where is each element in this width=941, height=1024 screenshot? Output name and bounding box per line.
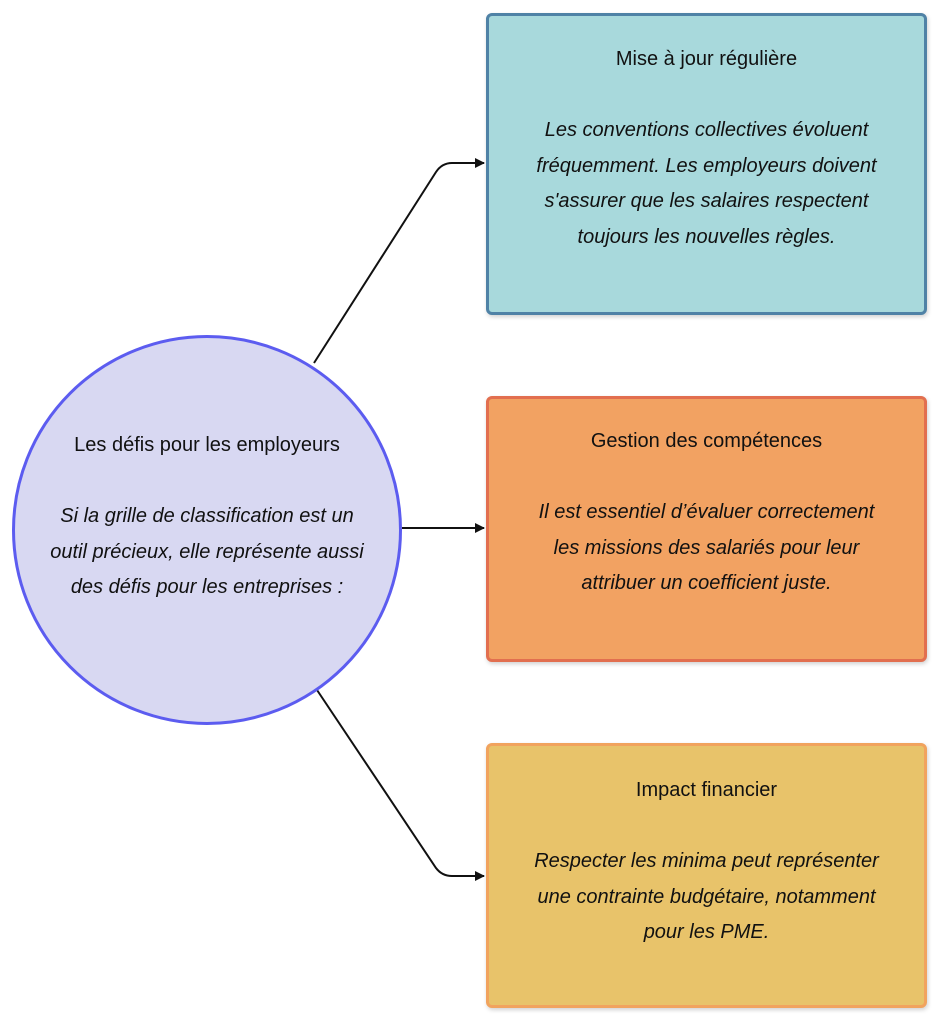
- node-body: Il est essentiel d’évaluer correctement …: [538, 501, 875, 594]
- edge-center-to-finance: [316, 689, 485, 881]
- node-body: Les conventions collectives évoluent fré…: [536, 119, 877, 248]
- node-body: Respecter les minima peut représenter un…: [534, 850, 879, 943]
- node-title: Impact financier: [635, 779, 778, 801]
- node-title: Gestion des compétences: [590, 430, 823, 452]
- center-node-body: Si la grille de classification est un ou…: [50, 505, 364, 598]
- center-node-challenges: Les défis pour les employeurs Si la gril…: [12, 335, 402, 725]
- node-skills-management: Gestion des compétences Il est essentiel…: [486, 396, 927, 662]
- edge-center-to-update: [313, 158, 485, 364]
- node-title: Mise à jour régulière: [615, 48, 798, 70]
- center-node-title: Les défis pour les employeurs: [74, 434, 340, 456]
- node-financial-impact: Impact financier Respecter les minima pe…: [486, 743, 927, 1008]
- node-regular-update: Mise à jour régulière Les conventions co…: [486, 13, 927, 315]
